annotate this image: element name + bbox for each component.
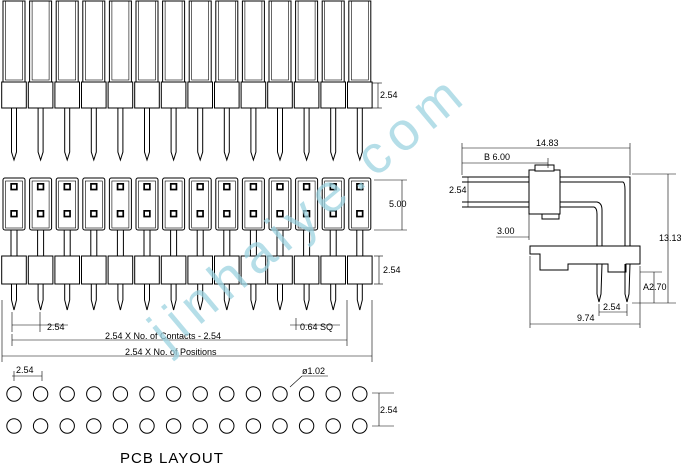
body-height-label: 5.00: [389, 199, 407, 209]
pcb-hole: [219, 386, 235, 402]
front-pin: [27, 0, 54, 162]
pcb-hole: [192, 386, 208, 402]
pcb-hole: [352, 386, 368, 402]
top-view-pin: [134, 177, 160, 311]
pcb-hole: [32, 386, 49, 402]
dim-a-label: A2.70: [643, 282, 667, 292]
total-length-label: 14.83: [536, 138, 559, 148]
front-view: [1, 0, 373, 162]
front-pin: [214, 0, 240, 162]
front-pin: [160, 0, 187, 162]
front-pin-height-label: 2.54: [380, 90, 398, 100]
pcb-hole: [86, 386, 102, 402]
top-view-pin: [54, 177, 81, 311]
front-pin: [347, 0, 373, 162]
front-pin: [293, 0, 320, 162]
front-pin: [320, 0, 346, 162]
pitch-label: 2.54: [47, 322, 65, 332]
bottom-pitch-label: 2.54: [603, 302, 621, 312]
pin-square-label: 0.64 SQ: [300, 322, 333, 332]
front-pin: [267, 0, 293, 162]
pcb-hole: [32, 418, 49, 434]
pcb-row-pitch-label: 2.54: [380, 405, 398, 415]
housing-offset-label: 3.00: [497, 226, 515, 236]
top-view-pin: [187, 177, 213, 311]
row-pitch-label: 2.54: [383, 265, 401, 275]
pcb-hole: [139, 386, 155, 402]
front-pin: [1, 0, 27, 162]
pcb-layout-title: PCB LAYOUT: [120, 450, 224, 467]
pcb-hole: [245, 386, 262, 402]
pcb-hole: [165, 418, 182, 434]
pcb-hole: [245, 418, 262, 434]
pcb-hole: [352, 418, 368, 434]
side-view: 14.83 B 6.00 2.54 3.00 13.13 A2.70 2.54 …: [449, 138, 681, 328]
dim-b-label: B 6.00: [484, 152, 510, 162]
pcb-hole: [112, 386, 129, 402]
side-row-pitch-label: 2.54: [449, 185, 467, 195]
top-view-pin: [320, 177, 346, 311]
front-pin: [54, 0, 81, 162]
top-view: [1, 177, 373, 311]
total-height-label: 13.13: [659, 233, 681, 243]
pcb-hole: [86, 418, 102, 434]
top-view-pin: [267, 177, 293, 311]
pcb-hole: [6, 418, 22, 434]
contacts-dim-label: 2.54 X No. of Contacts - 2.54: [105, 331, 221, 341]
pcb-hole: [325, 418, 341, 434]
front-pin: [81, 0, 107, 162]
top-view-pin: [240, 177, 267, 311]
front-pin: [187, 0, 213, 162]
top-view-pin: [81, 177, 107, 311]
bottom-width-label: 9.74: [577, 313, 595, 323]
top-view-pin: [1, 177, 27, 311]
pcb-hole: [165, 386, 182, 402]
pcb-hole-label: ø1.02: [302, 366, 325, 376]
top-view-pin: [27, 177, 54, 311]
pcb-hole: [325, 386, 341, 402]
pcb-pitch-label: 2.54: [16, 365, 34, 375]
top-view-pin: [347, 177, 373, 311]
pcb-hole: [59, 386, 75, 402]
pcb-hole: [6, 386, 22, 402]
pcb-hole: [219, 418, 235, 434]
pcb-hole: [298, 386, 315, 402]
pcb-hole: [298, 418, 315, 434]
top-view-pin: [107, 177, 134, 311]
pcb-hole: [272, 418, 288, 434]
pcb-hole: [59, 418, 75, 434]
front-pin: [107, 0, 134, 162]
top-view-pin: [160, 177, 187, 311]
top-view-pin: [214, 177, 240, 311]
pcb-hole: [272, 386, 288, 402]
pcb-hole: [112, 418, 129, 434]
pcb-layout: [6, 386, 368, 434]
front-pin: [240, 0, 267, 162]
pcb-hole: [192, 418, 208, 434]
pcb-hole: [139, 418, 155, 434]
top-view-pin: [293, 177, 320, 311]
front-pin: [134, 0, 160, 162]
positions-dim-label: 2.54 X No. of Positions: [125, 347, 217, 357]
